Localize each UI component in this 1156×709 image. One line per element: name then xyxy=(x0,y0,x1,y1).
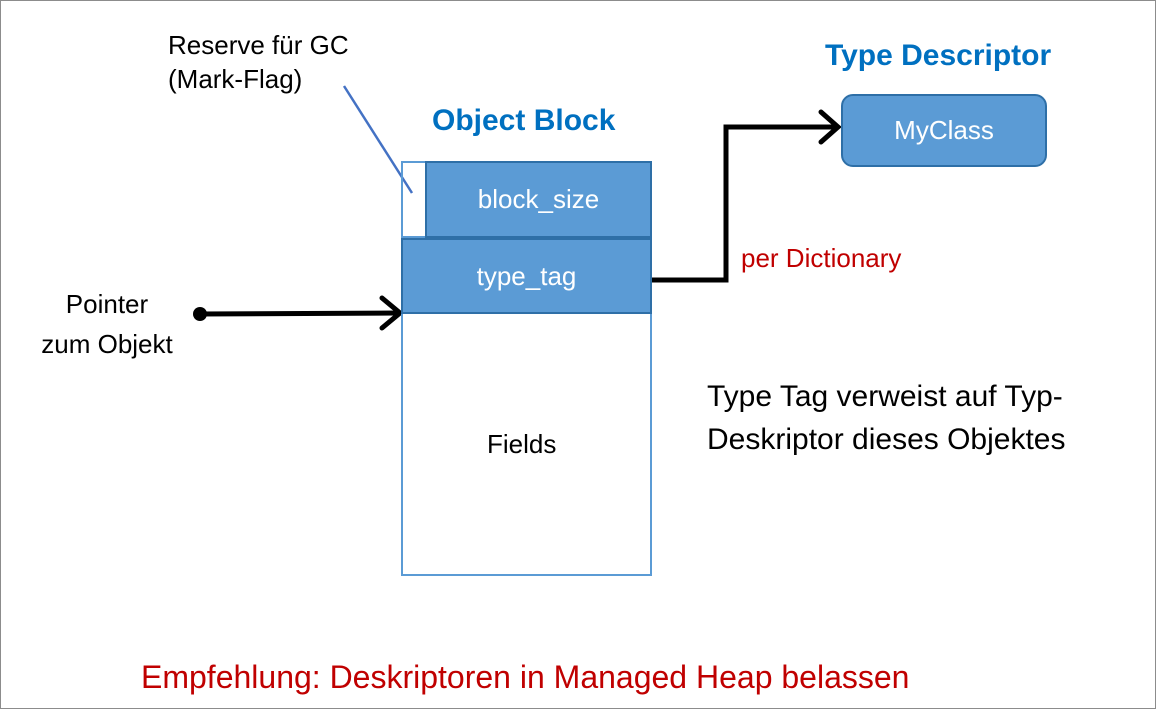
type-tag-label: type_tag xyxy=(476,260,577,291)
explanation-text: Type Tag verweist auf Typ- Deskriptor di… xyxy=(707,375,1065,461)
type-descriptor-title: Type Descriptor xyxy=(825,39,1052,72)
mark-flag-slot xyxy=(401,161,427,238)
per-dictionary-label: per Dictionary xyxy=(741,243,902,273)
type-descriptor-class-name: MyClass xyxy=(894,115,994,145)
pointer-label-line2: zum Objekt xyxy=(41,329,173,359)
type-tag-cell: type_tag xyxy=(401,238,652,314)
gc-reserve-label-line1: Reserve für GC xyxy=(168,30,349,60)
pointer-label: Pointer zum Objekt xyxy=(28,284,186,364)
gc-reserve-label: Reserve für GC (Mark-Flag) xyxy=(168,28,349,96)
pointer-label-line1: Pointer xyxy=(65,289,149,319)
block-size-cell: block_size xyxy=(425,161,652,238)
gc-reserve-label-line2: (Mark-Flag) xyxy=(168,64,303,94)
block-size-label: block_size xyxy=(477,184,600,214)
recommendation-text: Empfehlung: Deskriptoren in Managed Heap… xyxy=(141,659,910,695)
fields-label: Fields xyxy=(487,429,557,459)
explanation-line2: Deskriptor dieses Objektes xyxy=(707,423,1066,456)
type-descriptor-box: MyClass xyxy=(841,94,1047,167)
explanation-line1: Type Tag verweist auf Typ- xyxy=(707,380,1063,413)
object-block-title: Object Block xyxy=(432,104,616,137)
